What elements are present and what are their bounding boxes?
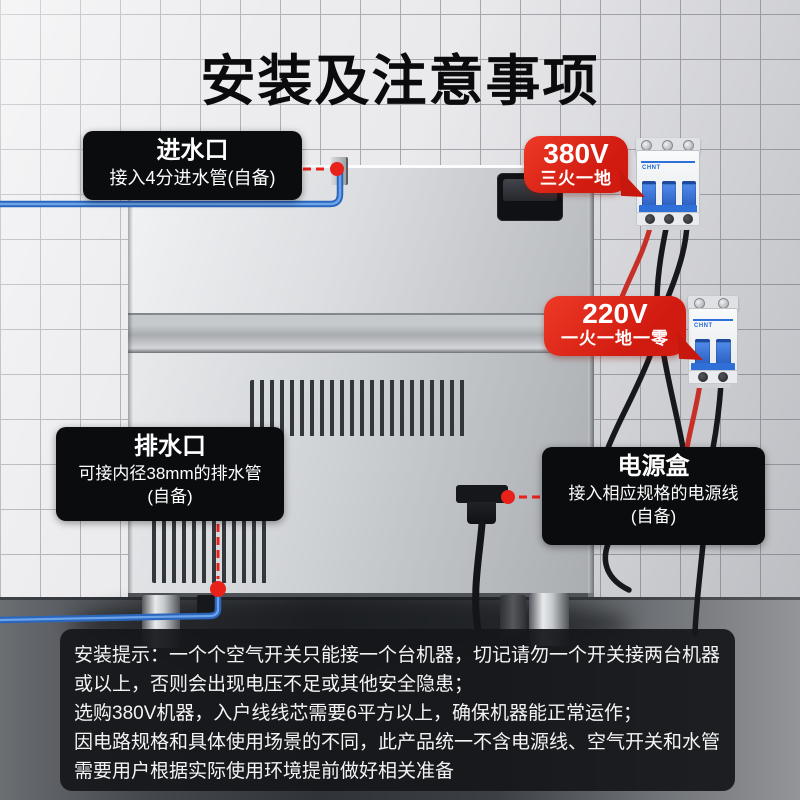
callout-note: 可接内径38mm的排水管 bbox=[78, 464, 262, 483]
callout-water-inlet: 进水口 接入4分进水管(自备) bbox=[83, 131, 302, 200]
machine-seam bbox=[128, 313, 594, 353]
circuit-breaker-380v: CHNT bbox=[636, 138, 700, 230]
callout-note: 接入4分进水管(自备) bbox=[109, 168, 276, 188]
callout-drain-outlet: 排水口 可接内径38mm的排水管 (自备) bbox=[56, 427, 284, 521]
breaker-pole-toggle bbox=[716, 339, 731, 365]
voltage-badge-220v: 220V 一火一地一零 bbox=[544, 296, 686, 356]
breaker-accent-line bbox=[641, 161, 695, 163]
terminal-hole bbox=[664, 214, 674, 224]
breaker-body: CHNT bbox=[688, 308, 738, 372]
wiring-spec: 一火一地一零 bbox=[561, 329, 669, 348]
drain-fitting bbox=[197, 595, 217, 617]
water-inlet-fitting bbox=[331, 157, 348, 185]
vent-grille-lower bbox=[152, 520, 272, 583]
power-connector bbox=[456, 485, 508, 503]
breaker-pole-toggle bbox=[662, 181, 676, 207]
breaker-pole-toggle bbox=[642, 181, 656, 207]
machine-left-edge bbox=[128, 165, 133, 597]
tip-line: 选购380V机器，入户线线芯需要6平方以上，确保机器能正常运作； bbox=[74, 703, 642, 724]
callout-title: 进水口 bbox=[156, 137, 229, 164]
vent-grille-upper bbox=[250, 380, 470, 436]
voltage-value: 220V bbox=[582, 298, 648, 329]
installation-tips-panel: 安装提示：一个个空气开关只能接一个台机器，切记请勿一个开关接两台机器 或以上，否… bbox=[60, 629, 735, 791]
breaker-brand: CHNT bbox=[694, 323, 713, 329]
ice-machine bbox=[128, 165, 594, 597]
machine-right-edge bbox=[588, 165, 594, 597]
terminal-hole bbox=[718, 372, 728, 382]
power-connector-stem bbox=[467, 502, 496, 524]
breaker-terminals bbox=[688, 370, 738, 384]
tip-line: 安装提示：一个个空气开关只能接一个台机器，切记请勿一个开关接两台机器 bbox=[74, 645, 721, 666]
breaker-foot bbox=[645, 226, 691, 230]
callout-note: (自备) bbox=[147, 487, 193, 506]
breaker-pole-toggle bbox=[682, 181, 696, 207]
voltage-badge-380v: 380V 三火一地 bbox=[524, 136, 628, 193]
callout-power-box: 电源盒 接入相应规格的电源线 (自备) bbox=[542, 447, 765, 545]
breaker-foot bbox=[695, 384, 731, 388]
tip-line: 因电路规格和具体使用场景的不同，此产品统一不含电源线、空气开关和水管 bbox=[74, 732, 721, 753]
breaker-pole-toggle bbox=[695, 339, 710, 365]
breaker-accent-line bbox=[693, 319, 733, 321]
circuit-breaker-220v: CHNT bbox=[688, 296, 738, 388]
terminal-hole bbox=[698, 372, 708, 382]
terminal-hole bbox=[683, 214, 693, 224]
callout-note: 接入相应规格的电源线 bbox=[568, 484, 739, 503]
callout-title: 排水口 bbox=[134, 433, 206, 460]
voltage-value: 380V bbox=[543, 138, 609, 169]
tip-line: 或以上，否则会出现电压不足或其他安全隐患； bbox=[74, 674, 474, 695]
wiring-spec: 三火一地 bbox=[540, 169, 612, 188]
callout-note: (自备) bbox=[630, 507, 677, 526]
terminal-hole bbox=[645, 214, 655, 224]
breaker-body: CHNT bbox=[636, 150, 700, 214]
breaker-terminals bbox=[636, 212, 700, 226]
breaker-brand: CHNT bbox=[642, 165, 661, 171]
page-title: 安装及注意事项 bbox=[200, 50, 600, 112]
callout-title: 电源盒 bbox=[617, 453, 690, 480]
breaker-switch-bar bbox=[639, 205, 697, 213]
tip-line: 需要用户根据实际使用环境提前做好相关准备 bbox=[74, 761, 455, 782]
breaker-switch-bar bbox=[691, 363, 735, 371]
